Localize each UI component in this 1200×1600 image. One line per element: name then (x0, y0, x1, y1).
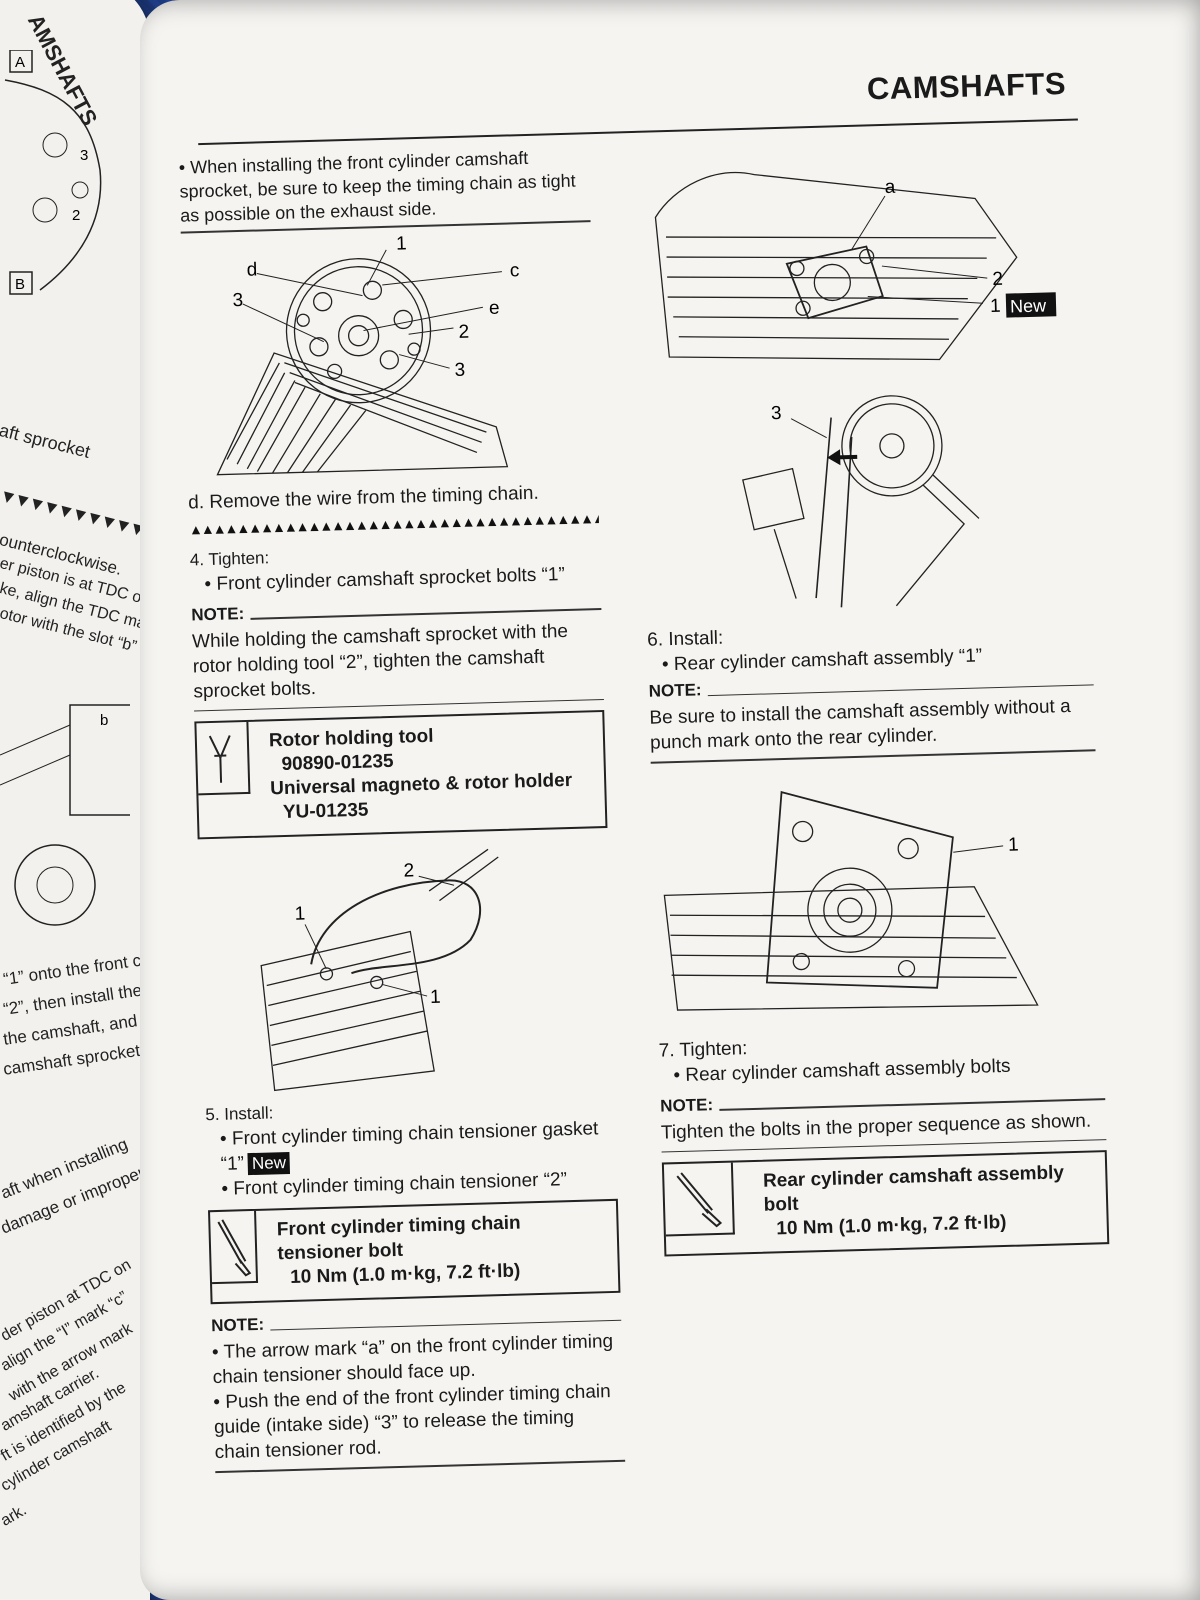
step-d: d. Remove the wire from the timing chain… (187, 482, 539, 514)
torque-text-rear: Rear cylinder camshaft assembly bolt 10 … (733, 1152, 1108, 1252)
fig2-label-1b: 1 (430, 987, 441, 1008)
note4-label: NOTE: (191, 603, 245, 624)
intro-note: • When installing the front cylinder cam… (178, 147, 576, 226)
fig3-label-2: 2 (992, 269, 1003, 290)
tool-box-rotor-holder: Rotor holding tool 90890-01235 Universal… (194, 709, 608, 840)
left-label-2: 2 (72, 207, 80, 224)
fig1-label-2: 2 (458, 321, 469, 342)
previous-page-edge: AMSHAFTS A 3 2 B aft sprocket ▼▼▼▼▼▼▼▼▼▼… (0, 0, 150, 1600)
fig4-label-3: 3 (771, 403, 782, 424)
fig3-label-1: 1 (990, 296, 1001, 317)
tool-text: Rotor holding tool 90890-01235 Universal… (248, 713, 581, 836)
left-label-a: A (15, 54, 25, 71)
fig1-label-1: 1 (396, 233, 407, 254)
fig1-label-d: d (246, 259, 257, 280)
tensioner-figure: a 2 1 New (654, 171, 1057, 361)
note6-label: NOTE: (648, 680, 702, 701)
left-label-b: B (15, 276, 25, 293)
fig3-new-badge: New (1010, 295, 1048, 316)
page-title: CAMSHAFTS (866, 65, 1067, 107)
rotor-holder-tool-icon (196, 721, 251, 796)
triangle-separator: ▲▲▲▲▲▲▲▲▲▲▲▲▲▲▲▲▲▲▲▲▲▲▲▲▲▲▲▲▲▲▲▲▲▲▲▲▲▲▲ (188, 509, 600, 538)
left-label-small-b: b (100, 712, 108, 729)
fig1-label-e: e (489, 297, 500, 318)
note4-text: While holding the camshaft sprocket with… (191, 620, 569, 702)
left-text-18: ark. (0, 1501, 30, 1530)
left-column: • When installing the front cylinder cam… (178, 144, 626, 1473)
torque-wrench-icon (210, 1210, 259, 1285)
rear-camshaft-figure: 1 (663, 790, 1039, 1011)
note6-text: Be sure to install the camshaft assembly… (649, 695, 1071, 754)
rotor-holder-figure: 2 1 1 (260, 848, 499, 1092)
fig1-label-c: c (510, 260, 520, 281)
note5-label: NOTE: (210, 1314, 265, 1336)
left-text-1: aft sprocket (0, 420, 93, 462)
left-page-timing-diagram: b a (0, 704, 130, 926)
fig5-label-1: 1 (1008, 834, 1019, 855)
fig1-label-3b: 3 (454, 359, 465, 380)
right-column: a 2 1 New 3 6. Install: • Rear cylinder … (633, 126, 1110, 1257)
manual-page: CAMSHAFTS • When installing the front cy… (140, 0, 1200, 1600)
new-badge: New (247, 1151, 291, 1176)
note7-label: NOTE: (659, 1094, 714, 1116)
left-label-3: 3 (80, 147, 88, 164)
fig1-label-3a: 3 (232, 289, 243, 310)
fig3-label-a: a (884, 177, 896, 198)
fig2-label-1a: 1 (294, 903, 305, 924)
note5-item2: • Push the end of the front cylinder tim… (213, 1381, 611, 1464)
front-sprocket-figure: 1 d c 3 e 2 3 (216, 233, 520, 475)
left-page-engine-diagram: A 3 2 B (4, 50, 102, 295)
torque-box-rear: Rear cylinder camshaft assembly bolt 10 … (661, 1150, 1110, 1257)
torque-text-front: Front cylinder timing chain tensioner bo… (256, 1201, 618, 1301)
fig2-label-2: 2 (403, 860, 414, 881)
chain-guide-figure: 3 (742, 395, 980, 608)
torque-wrench-icon (663, 1162, 735, 1237)
torque-box-front: Front cylinder timing chain tensioner bo… (208, 1198, 621, 1305)
